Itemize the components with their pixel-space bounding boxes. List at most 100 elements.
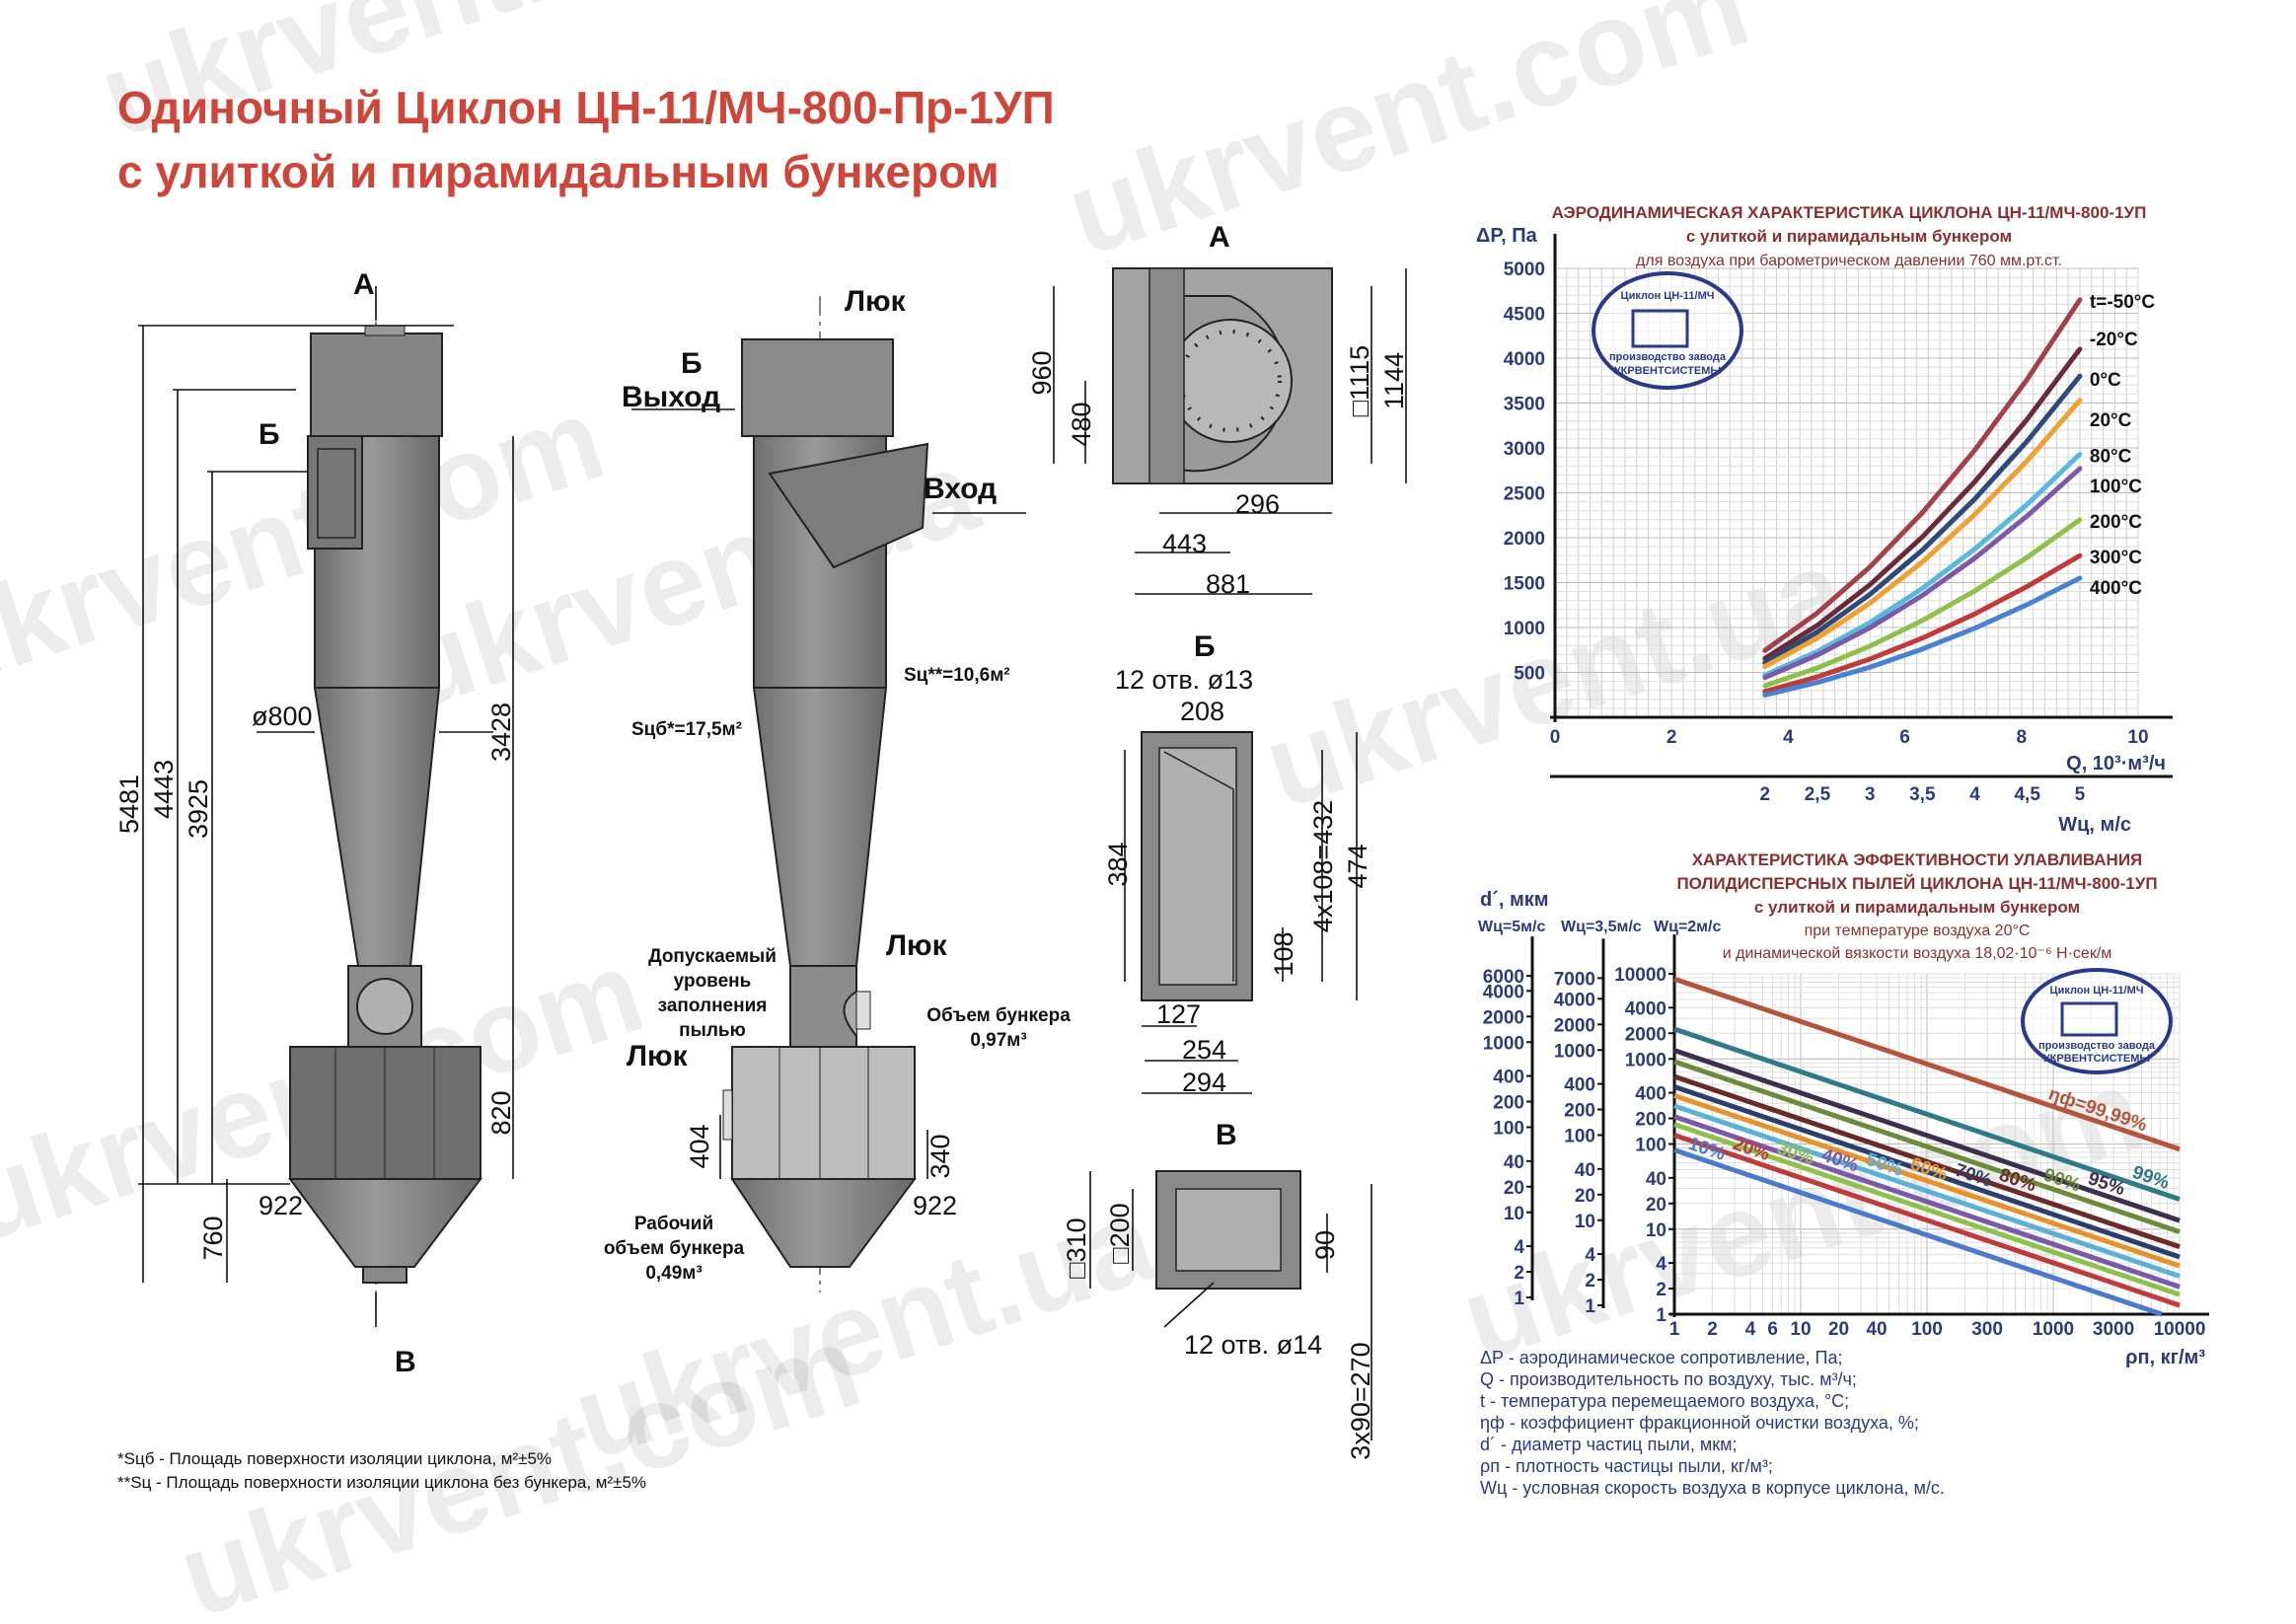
chart2-y-tick-label: 200 [1564, 1101, 1595, 1122]
chart2-y-tick-label: 4 [1656, 1254, 1666, 1275]
dim-3925: 3925 [184, 779, 213, 839]
chart1-x-tick-label: 4 [1783, 727, 1794, 748]
working-volume-value: 0,49м³ [645, 1263, 702, 1284]
bunker-volume-value: 0,97м³ [970, 1030, 1026, 1051]
view-v-label: В [1216, 1119, 1237, 1151]
chart2-y-tick-label: 7000 [1554, 969, 1595, 990]
chart2-y-label: d´, мкм [1480, 889, 1549, 911]
view-v-drawing [1089, 1170, 1372, 1440]
view-a-dim-881: 881 [1206, 569, 1250, 599]
chart2-y-tick-label: 1000 [1554, 1041, 1595, 1062]
view-a-dim-1115: □1115 [1345, 345, 1374, 416]
chart1-series-label: t=-50°C [2090, 292, 2155, 313]
fill-level-label-4: пылью [679, 1020, 746, 1041]
chart2-series-line [1673, 1084, 2181, 1260]
chart2-x-label: ρп, кг/м³ [2125, 1347, 2205, 1368]
chart2-series-line [1673, 1059, 2181, 1234]
chart1-y-label: ΔP, Па [1476, 225, 1538, 247]
legend-line: Q - производительность по воздуху, тыс. … [1480, 1369, 1857, 1389]
fill-level-label-1: Допускаемый [648, 946, 777, 967]
view-a-dim-1144: 1144 [1379, 352, 1409, 409]
chart1-title-1: АЭРОДИНАМИЧЕСКАЯ ХАРАКТЕРИСТИКА ЦИКЛОНА … [1552, 203, 2147, 222]
chart2-series-line [1673, 1122, 2181, 1297]
legend-line: ηф - коэффициент фракционной очистки воз… [1480, 1413, 1919, 1433]
view-v-dim-310: □310 [1062, 1218, 1091, 1278]
chart2-y-tick-label: 20 [1646, 1195, 1666, 1216]
view-a-dim-443: 443 [1162, 529, 1207, 558]
chart1-title-3: для воздуха при барометрическом давлении… [1636, 253, 2062, 269]
chart2-y-tick-label: 2000 [1483, 1007, 1524, 1028]
chart1-series-label: 20°C [2090, 410, 2132, 431]
chart2-y-tick-label: 1000 [1483, 1033, 1524, 1054]
chart2-y-tick-label: 100 [1493, 1119, 1524, 1140]
dim-4443: 4443 [149, 760, 179, 819]
chart2-y-tick-label: 100 [1564, 1127, 1595, 1147]
chart1-x2-tick-label: 2,5 [1805, 784, 1831, 805]
view-a-drawing [1053, 267, 1407, 595]
view-b-dim-294: 294 [1182, 1068, 1226, 1097]
chart2-y-tick-label: 4000 [1625, 998, 1666, 1019]
chart1-x-label: Q, 10³·м³/ч [2066, 753, 2166, 775]
chart2-y-tick-label: 10000 [1614, 965, 1666, 986]
chart2-x-tick-label: 1000 [2033, 1319, 2074, 1340]
dim-922: 922 [259, 1191, 303, 1220]
legend-line: d´ - диаметр частиц пыли, мкм; [1480, 1435, 1737, 1454]
manufacturer-stamp: Циклон ЦН-11/МЧ производство завода УКРВ… [2021, 968, 2173, 1074]
view-v-dim-90: 90 [1310, 1230, 1340, 1260]
chart1-x2-tick-label: 4 [1969, 784, 1980, 805]
chart1-x2-tick-label: 2 [1759, 784, 1770, 805]
chart1-series-label: 80°C [2090, 446, 2132, 467]
chart1-x-tick-label: 0 [1550, 727, 1561, 748]
chart2-y-tick-label: 40 [1646, 1169, 1666, 1190]
chart2-y-tick-label: 2000 [1554, 1015, 1595, 1036]
front-view-marker-b: Б [259, 418, 280, 451]
legend-line: ρп - плотность частицы пыли, кг/м³; [1480, 1456, 1773, 1476]
chart1-y-tick-label: 4500 [1504, 305, 1545, 326]
chart2-title-5: и динамической вязкости воздуха 18,02·10… [1723, 945, 2112, 962]
chart2-y-tick-label: 200 [1635, 1110, 1666, 1131]
chart1-y-tick-label: 2500 [1504, 484, 1545, 505]
aerodynamic-chart: АЭРОДИНАМИЧЕСКАЯ ХАРАКТЕРИСТИКА ЦИКЛОНА … [1476, 203, 2173, 836]
view-b-dim-254: 254 [1182, 1035, 1226, 1065]
chart1-series-line [1762, 297, 2083, 653]
chart2-x-tick-label: 100 [1911, 1319, 1943, 1340]
chart1-y-tick-label: 3500 [1504, 395, 1545, 415]
chart2-y-tick-label: 1 [1656, 1305, 1666, 1326]
chart1-x2-label: Wц, м/с [2058, 814, 2131, 836]
chart2-series-line [1673, 1147, 2163, 1317]
chart2-series-line [1673, 1073, 2181, 1250]
view-v-holes: 12 отв. ø14 [1184, 1330, 1322, 1360]
chart1-title-2: с улиткой и пирамидальным бункером [1686, 227, 2012, 246]
chart1-y-tick-label: 2000 [1504, 529, 1545, 550]
fill-level-label-3: заполнения [658, 996, 768, 1016]
chart2-y-tick-label: 400 [1635, 1084, 1666, 1105]
chart1-x2-tick-label: 5 [2075, 784, 2086, 805]
stamp-top-text: Циклон ЦН-11/МЧ [1621, 290, 1715, 302]
chart1-series-label: 400°C [2090, 578, 2142, 599]
view-b-dim-474: 474 [1343, 844, 1372, 888]
view-a-dim-480: 480 [1067, 402, 1096, 446]
watermark: ukrvent.com [1053, 0, 1763, 281]
stamp-bottom-text: производство завода [1609, 351, 1727, 363]
view-b-dim-108: 108 [1269, 931, 1298, 976]
chart2-y-tick-label: 2 [1585, 1271, 1595, 1292]
chart2-y-tick-label: 1 [1585, 1296, 1595, 1317]
chart2-x-tick-label: 20 [1828, 1319, 1849, 1340]
view-b-dim-208: 208 [1180, 697, 1224, 726]
chart1-series-label: 100°C [2090, 477, 2142, 497]
chart1-series-label: 300°C [2090, 548, 2142, 568]
symbol-legend: ΔP - аэродинамическое сопротивление, Па;… [1480, 1348, 1945, 1498]
inlet-label: Вход [924, 473, 997, 505]
chart2-y-tick-label: 10 [1646, 1220, 1666, 1241]
front-view-drawing [138, 286, 514, 1327]
chart2-y-tick-label: 10 [1575, 1212, 1595, 1232]
side-hatch-bunker-label: Люк [627, 1040, 689, 1072]
chart2-y-axis-header: Wц=2м/с [1654, 919, 1721, 935]
chart1-y-tick-label: 1500 [1504, 574, 1545, 595]
chart2-y-tick-label: 4 [1585, 1245, 1595, 1266]
view-b-dim-432: 4х108=432 [1308, 800, 1338, 932]
chart1-y-tick-label: 4000 [1504, 349, 1545, 370]
bunker-volume-label: Объем бункера [926, 1005, 1071, 1026]
chart1-series-line [1762, 517, 2083, 689]
side-dim-922: 922 [913, 1191, 957, 1220]
